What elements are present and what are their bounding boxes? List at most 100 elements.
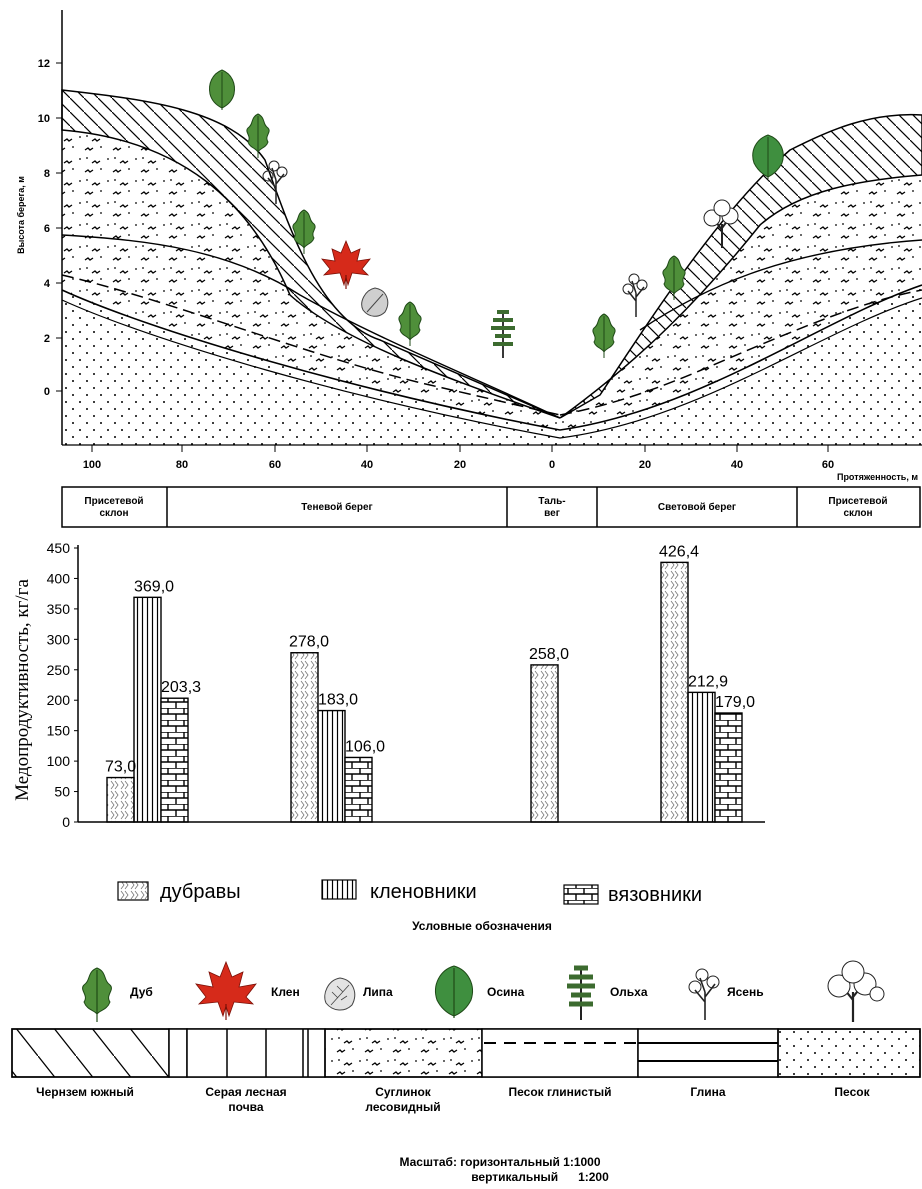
ash-tree-icon bbox=[688, 968, 720, 1020]
bar-value-label: 73,0 bbox=[105, 759, 136, 776]
chart-y-tick-label: 200 bbox=[47, 692, 71, 708]
soil-label: Суглинок bbox=[375, 1085, 432, 1099]
soil-label: Глина bbox=[690, 1085, 725, 1099]
species-label: Дуб bbox=[130, 985, 153, 999]
x-tick: 60 bbox=[822, 459, 834, 471]
stratum-black-soil-right bbox=[559, 113, 922, 419]
scale-line-1: Масштаб: горизонтальный 1:1000 bbox=[399, 1155, 600, 1169]
bar-zigzag bbox=[530, 664, 559, 823]
linden-leaf-icon bbox=[361, 287, 389, 317]
zone-label: Световой берег bbox=[658, 501, 736, 513]
chart-y-tick-label: 0 bbox=[62, 814, 70, 830]
y-tick: 0 bbox=[44, 386, 50, 398]
oak-leaf-icon bbox=[292, 209, 316, 254]
legend-caption: Условные обозначения bbox=[412, 919, 552, 933]
y-tick: 10 bbox=[38, 113, 50, 125]
legend-label: кленовники bbox=[370, 881, 477, 903]
zone-bar: Присетевой склон Теневой берег Таль- вег… bbox=[61, 486, 921, 528]
bar-value-label: 203,3 bbox=[161, 679, 201, 696]
profile-section: 12 10 8 6 4 2 0 Высота берега, м 100 80 … bbox=[16, 10, 922, 482]
elm-tree-icon bbox=[827, 960, 885, 1022]
soil-label: лесовидный bbox=[365, 1100, 440, 1114]
species-label: Клен bbox=[271, 985, 300, 999]
alder-tree-icon bbox=[567, 965, 595, 1020]
zone-label: вег bbox=[544, 508, 560, 519]
soil-label: почва bbox=[228, 1100, 263, 1114]
chart-y-tick-label: 350 bbox=[47, 601, 71, 617]
elm-tree-icon bbox=[703, 199, 739, 248]
stratum-black-soil-left bbox=[61, 89, 561, 419]
y-tick: 12 bbox=[38, 58, 50, 70]
y-tick: 2 bbox=[44, 333, 50, 345]
x-tick: 40 bbox=[731, 459, 743, 471]
chart-y-tick-label: 450 bbox=[47, 540, 71, 556]
scale-line-2: вертикальный 1:200 bbox=[471, 1170, 609, 1184]
bar-value-label: 106,0 bbox=[345, 738, 385, 755]
legend-swatch-maple bbox=[321, 879, 357, 900]
oak-leaf-icon bbox=[592, 313, 616, 358]
chart-y-tick-label: 50 bbox=[54, 784, 70, 800]
soil-swatch-sand bbox=[777, 1028, 921, 1078]
ash-tree-icon bbox=[622, 273, 648, 317]
bar-value-label: 369,0 bbox=[134, 578, 174, 595]
bar-value-label: 179,0 bbox=[715, 694, 755, 711]
oak-leaf-icon bbox=[246, 113, 270, 158]
legend: дубравы кленовники вязовники Условные об… bbox=[117, 879, 702, 933]
legend-swatch-elm bbox=[563, 884, 599, 905]
bar-zigzag bbox=[660, 561, 689, 823]
profile-y-ticks: 12 10 8 6 4 2 0 bbox=[38, 58, 62, 398]
species-label: Ольха bbox=[610, 985, 648, 999]
x-tick: 100 bbox=[83, 459, 101, 471]
legend-label: вязовники bbox=[608, 884, 702, 906]
oak-leaf-icon bbox=[209, 69, 235, 110]
oak-leaf-icon bbox=[82, 967, 112, 1022]
maple-leaf-icon bbox=[321, 239, 371, 289]
species-row: Дуб Клен Липа Осина Ольха Ясень bbox=[82, 960, 885, 1022]
oak-leaf-icon bbox=[398, 301, 422, 346]
zone-label: склон bbox=[843, 508, 872, 519]
legend-swatch-oak bbox=[117, 881, 149, 901]
zone-label: Присетевой bbox=[84, 496, 143, 507]
zone-label: Присетевой bbox=[828, 496, 887, 507]
bar-vertical-lines bbox=[687, 691, 716, 823]
zone-label: Теневой берег bbox=[301, 501, 372, 513]
bar-vertical-lines bbox=[133, 596, 162, 823]
bar-value-label: 212,9 bbox=[688, 673, 728, 690]
bar-zigzag bbox=[290, 652, 319, 823]
y-tick: 6 bbox=[44, 223, 50, 235]
profile-y-label: Высота берега, м bbox=[16, 176, 26, 254]
bar-chart: Медопродуктивность, кг/га 45040035030025… bbox=[12, 540, 765, 830]
aspen-leaf-icon bbox=[752, 134, 784, 179]
legend-label: дубравы bbox=[160, 881, 241, 903]
stratum-sand bbox=[62, 285, 922, 445]
profile-x-ticks: 100 80 60 40 20 0 20 40 60 bbox=[83, 445, 834, 471]
soil-swatch-black-soil bbox=[11, 1028, 170, 1078]
x-tick: 20 bbox=[639, 459, 651, 471]
bar-value-label: 258,0 bbox=[529, 646, 569, 663]
ash-tree-icon bbox=[262, 160, 288, 204]
soil-label: Песок глинистый bbox=[509, 1085, 612, 1099]
y-tick: 4 bbox=[44, 278, 51, 290]
zone-label: Таль- bbox=[538, 496, 565, 507]
species-label: Липа bbox=[363, 985, 393, 999]
y-tick: 8 bbox=[44, 168, 50, 180]
profile-x-label: Протяженность, м bbox=[837, 472, 918, 482]
chart-y-tick-label: 400 bbox=[47, 570, 71, 586]
soil-label: Серая лесная bbox=[205, 1085, 286, 1099]
stratum-loam bbox=[62, 130, 922, 430]
species-label: Ясень bbox=[727, 985, 764, 999]
alder-tree-icon bbox=[491, 310, 515, 358]
bar-brick bbox=[714, 712, 743, 823]
bar-brick bbox=[160, 697, 189, 823]
x-tick: 20 bbox=[454, 459, 466, 471]
x-tick: 0 bbox=[549, 459, 555, 471]
bar-value-label: 278,0 bbox=[289, 634, 329, 651]
zone-label: склон bbox=[99, 508, 128, 519]
bar-brick bbox=[344, 756, 373, 823]
bar-value-label: 426,4 bbox=[659, 543, 699, 560]
aspen-leaf-icon bbox=[435, 965, 473, 1018]
soil-swatch-loam bbox=[324, 1028, 483, 1078]
chart-y-tick-label: 250 bbox=[47, 662, 71, 678]
soil-label: Песок bbox=[834, 1085, 870, 1099]
